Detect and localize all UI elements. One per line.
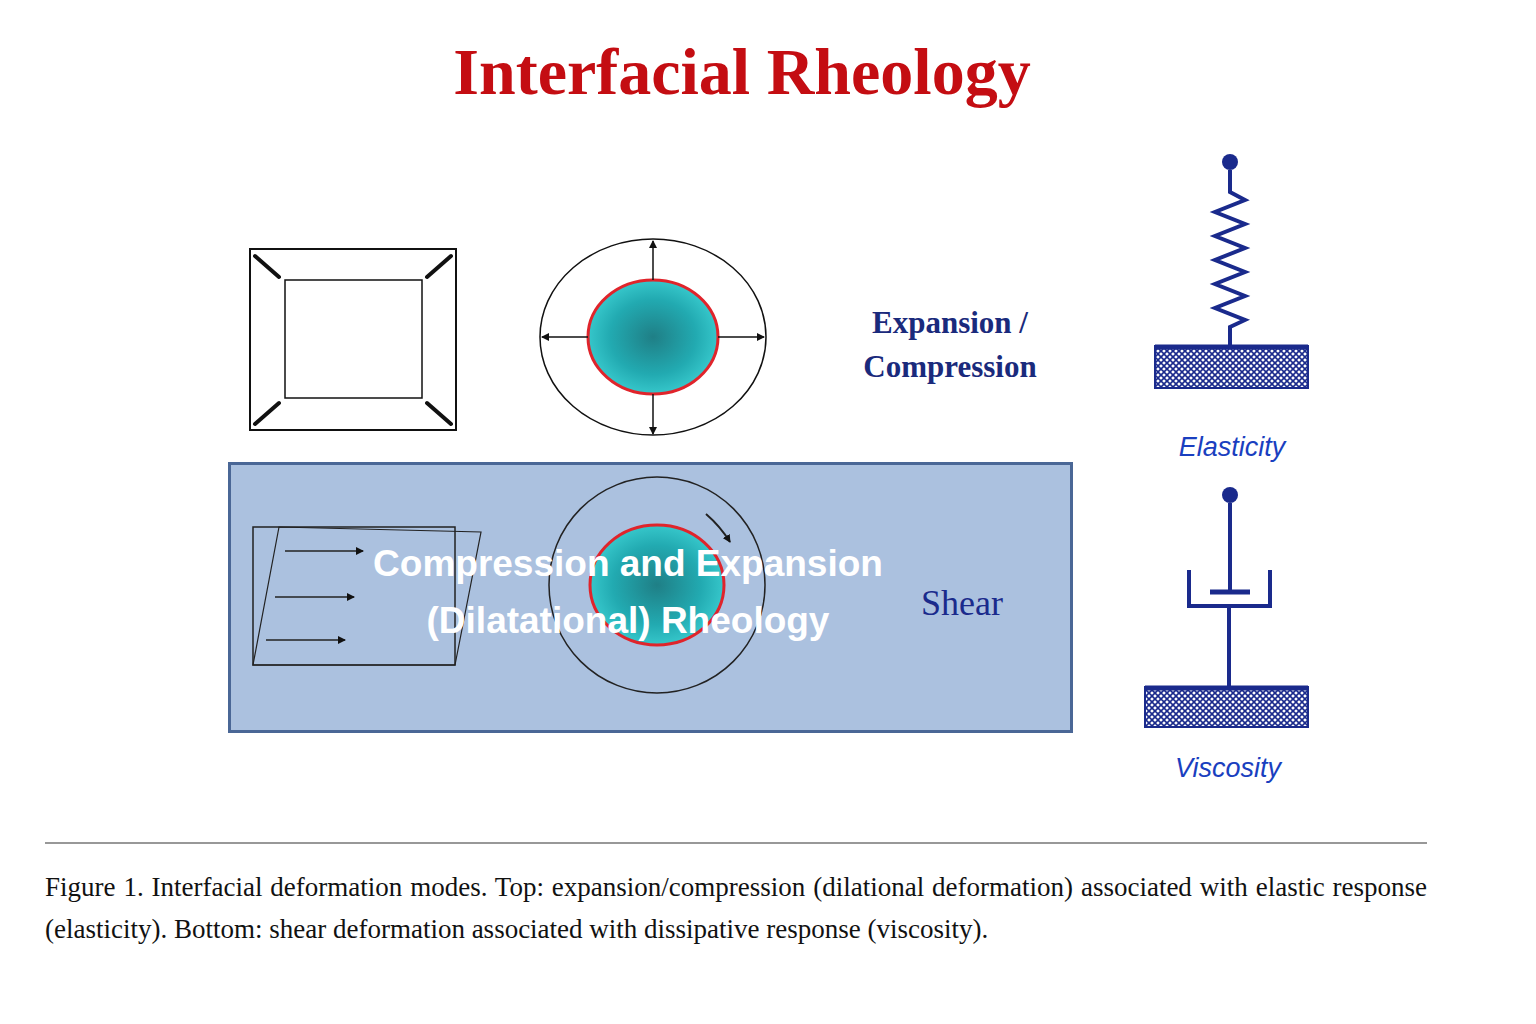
- dashpot-symbol: [1145, 487, 1308, 727]
- shear-label: Shear: [921, 582, 1003, 624]
- viscosity-label: Viscosity: [1175, 753, 1281, 784]
- elasticity-label: Elasticity: [1179, 432, 1286, 463]
- mode-label: Expansion / Compression: [840, 301, 1060, 389]
- dilatational-band: Compression and Expansion (Dilatational)…: [228, 462, 1073, 733]
- square-frame: [250, 249, 456, 430]
- expanding-drop: [540, 239, 766, 435]
- band-heading: Compression and Expansion (Dilatational)…: [348, 535, 908, 649]
- spring-symbol: [1155, 154, 1308, 388]
- title: Interfacial Rheology: [453, 34, 1030, 110]
- figure-caption: Figure 1. Interfacial deformation modes.…: [45, 866, 1427, 950]
- caption-rule: [45, 842, 1427, 843]
